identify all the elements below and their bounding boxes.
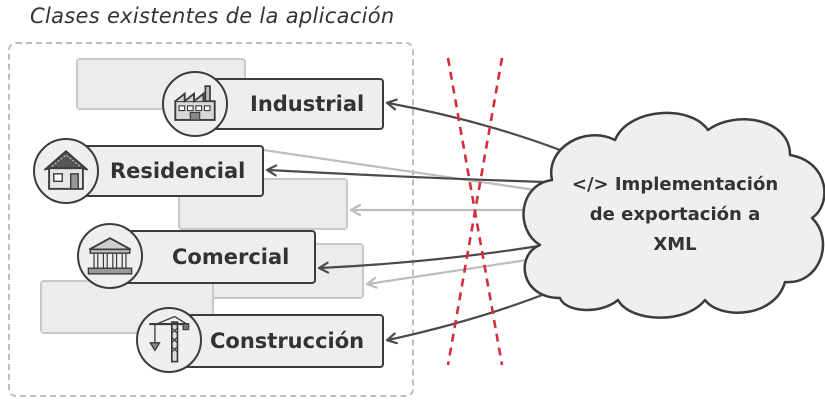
diagram-title: Clases existentes de la aplicación [30,4,395,28]
xml-export-cloud-label: </> Implementación de exportación a XML [565,170,785,260]
class-label-residencial: Residencial [110,159,246,183]
cloud-label-line-3: XML [653,234,697,255]
ghost-arrow-1 [249,146,536,192]
factory-icon [162,71,228,137]
cloud-shape [522,111,825,319]
arrow-to-industrial [388,103,561,152]
class-box-comercial: Comercial [112,230,316,284]
class-label-construccion: Construcción [210,329,365,353]
class-label-industrial: Industrial [250,92,365,116]
arrow-to-comercial [320,243,546,268]
bank-icon [77,223,143,289]
class-box-residencial: Residencial [72,145,264,197]
class-box-industrial: Industrial [200,78,384,130]
existing-classes-frame [8,42,414,397]
arrow-to-residencial [268,170,546,184]
ghost-arrow-3 [368,256,541,284]
strike-line-2 [446,57,504,366]
cloud-label-line-2: de exportación a [589,204,761,225]
cloud-label-line-1: </> Implementación [571,174,779,195]
crane-icon [136,307,202,373]
house-icon [33,138,99,204]
class-box-construccion: Construcción [170,314,384,368]
arrow-to-construccion [388,288,556,340]
class-label-comercial: Comercial [172,245,290,269]
